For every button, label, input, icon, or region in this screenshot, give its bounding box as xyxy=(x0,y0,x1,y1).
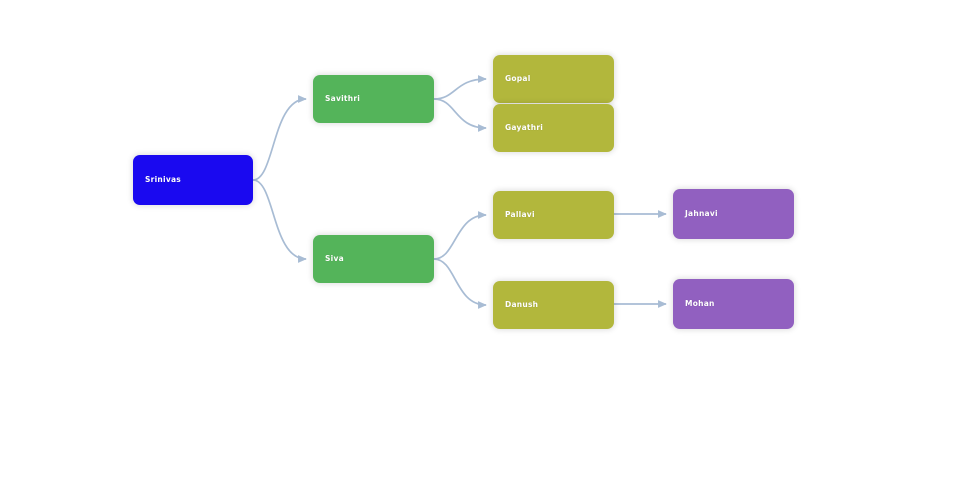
node-savithri[interactable]: Savithri xyxy=(313,75,434,123)
node-label-gayathri: Gayathri xyxy=(505,123,544,133)
node-label-siva: Siva xyxy=(325,254,344,264)
node-srinivas[interactable]: Srinivas xyxy=(133,155,253,205)
node-label-savithri: Savithri xyxy=(325,94,361,104)
node-siva[interactable]: Siva xyxy=(313,235,434,283)
node-label-srinivas: Srinivas xyxy=(145,175,181,185)
node-label-pallavi: Pallavi xyxy=(505,210,535,220)
node-label-mohan: Mohan xyxy=(685,299,715,309)
node-jahnavi[interactable]: Jahnavi xyxy=(673,189,794,239)
edge-srinivas-savithri xyxy=(252,95,307,181)
node-label-gopal: Gopal xyxy=(505,74,531,84)
node-pallavi[interactable]: Pallavi xyxy=(493,191,614,239)
edge-siva-danush xyxy=(433,258,487,309)
node-mohan[interactable]: Mohan xyxy=(673,279,794,329)
node-gayathri[interactable]: Gayathri xyxy=(493,104,614,152)
node-label-jahnavi: Jahnavi xyxy=(685,209,718,219)
node-gopal[interactable]: Gopal xyxy=(493,55,614,103)
edge-srinivas-siva xyxy=(252,179,307,263)
node-label-danush: Danush xyxy=(505,300,539,310)
edge-savithri-gayathri xyxy=(433,98,487,132)
edge-savithri-gopal xyxy=(433,75,487,100)
node-danush[interactable]: Danush xyxy=(493,281,614,329)
edge-siva-pallavi xyxy=(433,211,487,260)
